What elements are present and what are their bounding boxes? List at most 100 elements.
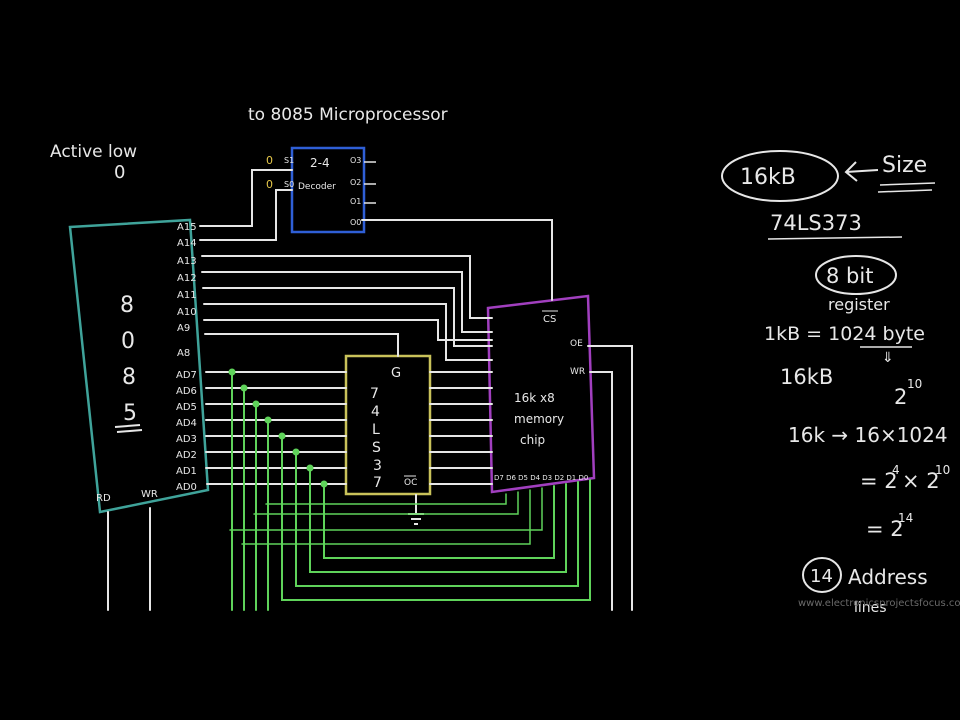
data-bus-line [229, 487, 543, 531]
address-label: Address [848, 565, 928, 589]
data-bus-line [281, 435, 591, 601]
cpu-8085: 8 0 8 5 A15 A14 A13 A12 A11 A10 A9 A8 AD… [68, 218, 210, 514]
data-bus-line [265, 493, 507, 505]
cpu-pin-label: A13 [177, 256, 197, 267]
decoder-subtitle: Decoder [298, 182, 336, 192]
data-bus-line [253, 491, 519, 515]
latch-outline [344, 354, 432, 496]
latch-oc-label: OC [404, 478, 417, 488]
junction-dot [240, 384, 248, 392]
latch-char: 7 [370, 386, 379, 402]
latch-enable-label: G [391, 366, 401, 381]
eq-result-left: = 2 [866, 517, 904, 541]
cpu-pin-label: A12 [177, 273, 197, 284]
wire-a10 [203, 303, 493, 361]
eq-power-exp: 10 [935, 463, 950, 477]
part-underline [767, 236, 903, 240]
memory-oe-label: OE [570, 339, 583, 349]
eq-pow-base: 2 [894, 385, 907, 409]
wire-a12 [201, 271, 493, 333]
size-underline [877, 189, 933, 193]
memory-line-2: memory [514, 412, 564, 426]
cpu-name-char: 0 [121, 329, 135, 354]
active-low-note: Active low [50, 142, 137, 162]
memory-outline [486, 294, 596, 494]
wire-a13 [201, 255, 493, 319]
size-circle [721, 150, 839, 202]
decoder-title: 2-4 [310, 156, 330, 170]
wires [107, 169, 633, 611]
latch-char: L [372, 422, 380, 438]
data-bus-line [295, 451, 579, 587]
wire-chip-select [361, 219, 553, 301]
eq-power-exp: 4 [892, 463, 900, 477]
part-number: 74LS373 [770, 211, 862, 235]
wire-we [589, 371, 613, 611]
wire-a11 [202, 287, 493, 347]
wire-a14 [199, 189, 293, 241]
cpu-pin-label: A9 [177, 323, 190, 334]
data-bus-line [323, 483, 555, 559]
cpu-name-char: 8 [120, 293, 134, 318]
address-count: 14 [810, 566, 833, 587]
watermark: www.electronicsprojectsfocus.com [798, 598, 960, 609]
eq-16k-product: 16k → 16×1024 [788, 423, 948, 447]
junction-dot [306, 464, 314, 472]
latch-char: 7 [373, 475, 382, 491]
decoder-select-value: 0 [266, 178, 273, 191]
latch-char: S [372, 440, 381, 456]
cpu-wr-label: WR [141, 489, 158, 500]
size-value: 16kB [740, 165, 796, 190]
cpu-pin-label: A10 [177, 307, 197, 318]
bits-circle [815, 255, 897, 295]
size-arrow [844, 161, 879, 182]
junction-dot [264, 416, 272, 424]
decoder-output-label: O1 [350, 197, 361, 206]
cpu-pin-label: A11 [177, 290, 197, 301]
latch-74ls373: G 7 4 L S 3 7 OC [344, 354, 432, 525]
cpu-pin-label: A8 [177, 348, 190, 359]
cpu-rd-label: RD [96, 493, 111, 504]
cpu-pin-label: AD2 [176, 450, 197, 461]
wire-a8-ale [204, 333, 399, 357]
memory-cs-label: CS [543, 314, 556, 325]
memory-line-1: 16k x8 [514, 391, 555, 405]
eq-result-exp: 14 [898, 511, 913, 525]
cpu-name-char: 8 [122, 365, 136, 390]
data-bus-line [309, 467, 567, 573]
junction-dot [320, 480, 328, 488]
eq-16kb: 16kB [780, 365, 833, 389]
decoder-input-label: S1 [284, 156, 294, 165]
latch-char: 4 [371, 404, 380, 420]
eq-power-sum-left: = 2 [860, 469, 898, 493]
wire-a9 [203, 319, 493, 341]
bits-value: 8 bit [826, 264, 873, 288]
address-count-circle [802, 557, 842, 593]
memory-line-3: chip [520, 433, 545, 447]
size-label: Size [882, 153, 927, 178]
cpu-pin-label: AD5 [176, 402, 197, 413]
decoder-output-label: O2 [350, 178, 361, 187]
cpu-pin-label: AD0 [176, 482, 197, 493]
decoder-output-label: O3 [350, 156, 361, 165]
junction-dot [278, 432, 286, 440]
wire-a15 [199, 169, 293, 227]
heading-text: to 8085 Microprocessor [248, 105, 448, 125]
wire-oe [587, 345, 633, 611]
side-notes: 16kB Size 74LS373 8 bit register 1kB = 1… [721, 150, 950, 616]
memory-we-label: WR [570, 367, 585, 377]
cpu-pin-label: AD4 [176, 418, 197, 429]
decoder-output-label: O0 [350, 218, 361, 227]
cpu-pin-label: AD3 [176, 434, 197, 445]
memory-chip: CS OE WR 16k x8 memory chip D7 D6 D5 D4 … [486, 294, 596, 494]
cpu-pin-label: AD1 [176, 466, 197, 477]
cpu-underline [116, 429, 143, 433]
cpu-pin-label: A15 [177, 222, 197, 233]
eq-pow-exp: 10 [907, 377, 922, 391]
cpu-pin-label: A14 [177, 238, 197, 249]
cpu-pin-label: AD7 [176, 370, 197, 381]
eq-down-arrow: ⇓ [882, 350, 894, 366]
cpu-pin-label: AD6 [176, 386, 197, 397]
